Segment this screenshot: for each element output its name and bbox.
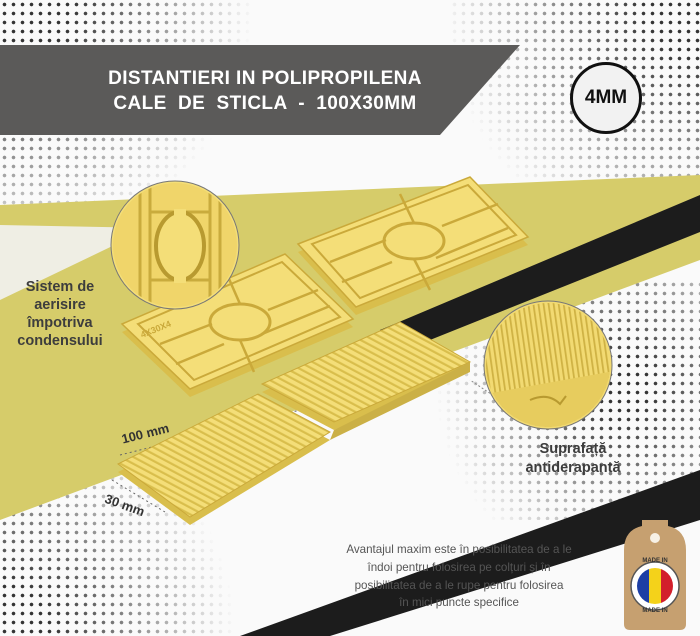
romania-flag-icon bbox=[637, 568, 673, 604]
grey-band bbox=[0, 45, 520, 135]
origin-tag-top-text: MADE IN bbox=[642, 558, 668, 564]
dimension-line-30 bbox=[111, 479, 166, 513]
title-line-1: DISTANTIERI IN POLIPROPILENA bbox=[108, 68, 422, 89]
description-line: îndoi pentru folosirea pe colțuri și în bbox=[367, 560, 551, 574]
zoom-vent-detail bbox=[110, 180, 240, 310]
description-line: Avantajul maxim este în posibilitatea de… bbox=[346, 543, 572, 556]
ventilation-label: Sistem de aerisire împotriva condensului bbox=[10, 278, 110, 350]
made-in-romania-tag: MADE IN MADE IN bbox=[620, 520, 690, 632]
title-line-2: CALE DE STICLA - 100X30MM bbox=[113, 93, 417, 114]
ventilation-label-line: împotriva bbox=[27, 315, 93, 331]
ventilation-label-line: condensului bbox=[17, 333, 103, 349]
thickness-badge: 4MM bbox=[570, 62, 642, 134]
ventilation-label-line: Sistem de bbox=[25, 279, 95, 295]
dark-diagonal-band-upper bbox=[380, 195, 700, 352]
antislip-label-line: Suprafață bbox=[539, 441, 607, 457]
spacer-top-view-rear bbox=[296, 176, 530, 315]
description-line: în mici puncte specifice bbox=[399, 596, 519, 610]
ventilation-label-line: aerisire bbox=[34, 297, 86, 313]
spacer-bottom-view bbox=[117, 321, 472, 525]
zoom-antislip-detail bbox=[483, 300, 613, 430]
advantage-description: Avantajul maxim este în posibilitatea de… bbox=[318, 541, 600, 612]
spacer-top-view-front: 4X30X4 bbox=[120, 253, 355, 397]
antislip-label-line: antiderapantă bbox=[525, 460, 621, 476]
antislip-label: Suprafață antiderapantă bbox=[508, 440, 638, 478]
origin-tag-bottom-text: MADE IN bbox=[642, 608, 668, 614]
origin-tag-graphic bbox=[624, 520, 686, 630]
thickness-badge-label: 4MM bbox=[584, 87, 628, 108]
description-line: posibilitatea de a le rupe pentru folosi… bbox=[354, 578, 564, 592]
title-banner: DISTANTIERI IN POLIPROPILENA CALE DE STI… bbox=[55, 58, 475, 124]
dark-diagonal-band bbox=[240, 470, 700, 636]
